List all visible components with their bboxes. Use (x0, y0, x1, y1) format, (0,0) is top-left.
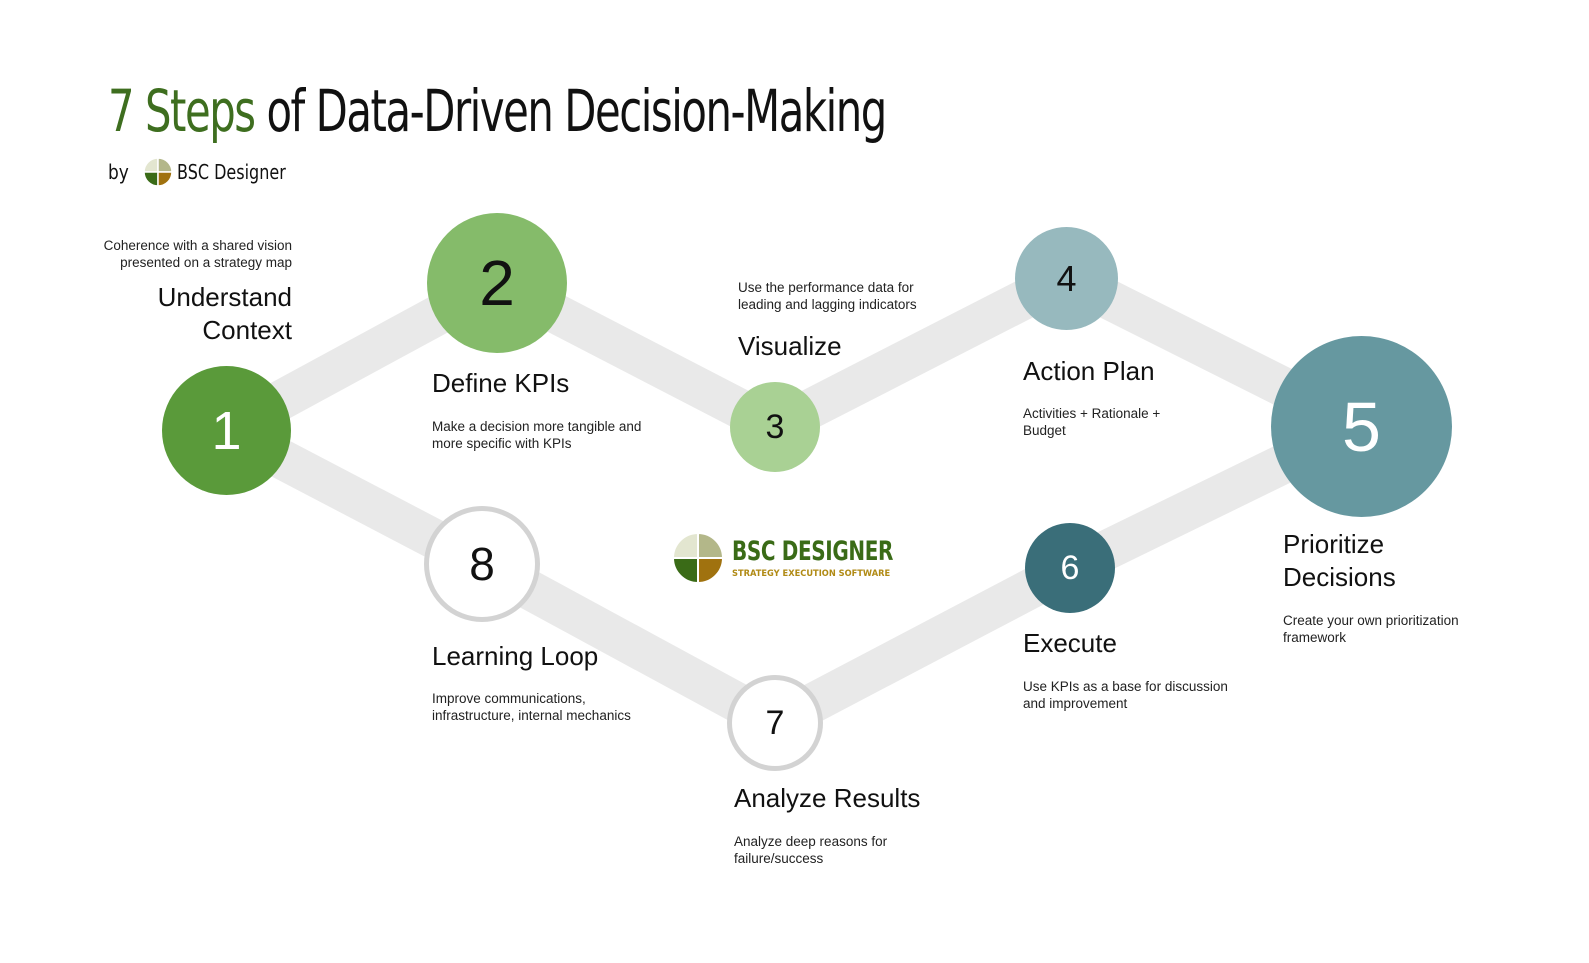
step-2-description-line: Make a decision more tangible and (432, 419, 642, 434)
step-7-circle: 7 (727, 675, 823, 771)
step-2-number: 2 (479, 247, 515, 319)
logo-tagline: STRATEGY EXECUTION SOFTWARE (732, 569, 891, 579)
step-8-title: Learning Loop (432, 641, 599, 671)
step-5-title: Prioritize Decisions (1283, 528, 1396, 594)
step-6-description: Use KPIs as a base for discussion and im… (1023, 678, 1228, 712)
step-4-number: 4 (1056, 257, 1077, 299)
step-1-title-line: Understand (157, 282, 292, 312)
step-7-title: Analyze Results (734, 783, 921, 813)
step-8-number: 8 (469, 538, 495, 590)
bsc-designer-logo: BSC DESIGNER STRATEGY EXECUTION SOFTWARE (672, 532, 950, 584)
step-4-description-line: Budget (1023, 423, 1066, 438)
step-2-description-line: more specific with KPIs (432, 436, 572, 451)
byline-by: by (108, 160, 129, 184)
step-1-description: Coherence with a shared vision presented… (104, 237, 292, 271)
step-5-number: 5 (1342, 387, 1381, 466)
step-5-description: Create your own prioritization framework (1283, 612, 1459, 646)
step-3-circle: 3 (730, 382, 820, 472)
step-2-description: Make a decision more tangible and more s… (432, 418, 641, 452)
step-1-title: Understand Context (158, 281, 292, 347)
page-title: 7 Steps of Data-Driven Decision-Making (108, 77, 887, 145)
step-3-number: 3 (765, 407, 785, 446)
step-5-title-line: Decisions (1283, 562, 1396, 592)
step-5-description-line: Create your own prioritization (1283, 613, 1459, 628)
connector-6-7 (755, 548, 1090, 743)
title-highlight: 7 Steps (108, 77, 256, 145)
step-5-description-line: framework (1283, 630, 1347, 645)
step-5-title-line: Prioritize (1283, 529, 1385, 559)
connector-3-4 (755, 258, 1086, 447)
bsc-designer-logo-icon (142, 157, 173, 187)
step-1-number: 1 (211, 400, 242, 461)
step-1-description-line: presented on a strategy map (120, 255, 292, 270)
step-6-circle: 6 (1025, 523, 1115, 613)
step-1-description-line: Coherence with a shared vision (103, 238, 292, 253)
step-8-circle: 8 (424, 506, 540, 622)
step-5-circle: 5 (1271, 336, 1452, 517)
step-6-description-line: and improvement (1023, 696, 1128, 711)
step-3-description-line: leading and lagging indicators (738, 297, 917, 312)
step-4-description: Activities + Rationale + Budget (1023, 405, 1160, 439)
step-2-circle: 2 (427, 213, 567, 353)
title-rest: of Data-Driven Decision-Making (254, 77, 887, 145)
step-3-description: Use the performance data for leading and… (738, 279, 917, 313)
step-3-title: Visualize (738, 331, 842, 361)
step-2-title: Define KPIs (432, 368, 570, 398)
step-1-circle: 1 (162, 366, 291, 495)
step-8-description: Improve communications, infrastructure, … (432, 690, 631, 724)
step-8-description-line: Improve communications, (432, 691, 586, 706)
step-4-description-line: Activities + Rationale + (1023, 406, 1161, 421)
step-7-description-line: failure/success (734, 851, 824, 866)
step-4-circle: 4 (1015, 227, 1118, 330)
bsc-designer-logo-mark-icon (672, 532, 724, 584)
byline: by BSC Designer (108, 155, 313, 189)
step-7-description-line: Analyze deep reasons for (734, 834, 888, 849)
step-6-description-line: Use KPIs as a base for discussion (1023, 679, 1228, 694)
step-7-number: 7 (765, 703, 785, 742)
step-7-description: Analyze deep reasons for failure/success (734, 833, 887, 867)
step-6-number: 6 (1060, 548, 1080, 587)
step-4-title: Action Plan (1023, 356, 1155, 386)
step-1-title-line: Context (202, 315, 292, 345)
step-3-description-line: Use the performance data for (738, 280, 914, 295)
byline-brand: BSC Designer (176, 160, 286, 184)
step-8-description-line: infrastructure, internal mechanics (432, 708, 631, 723)
logo-name: BSC DESIGNER (732, 536, 894, 567)
step-6-title: Execute (1023, 628, 1117, 658)
